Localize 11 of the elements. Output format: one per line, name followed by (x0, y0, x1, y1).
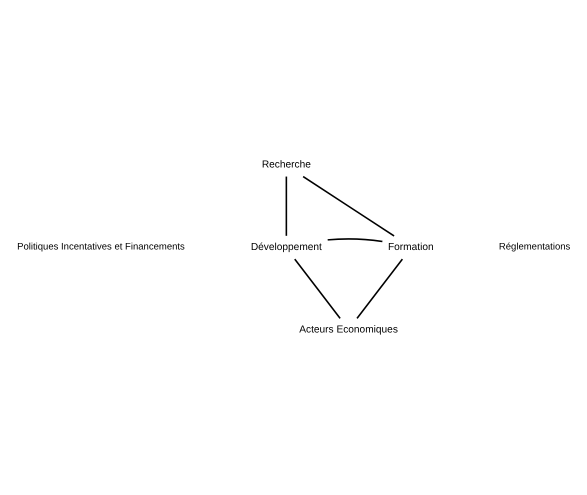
connector (328, 238, 382, 242)
node-text: Recherche (262, 159, 311, 170)
connector (286, 176, 288, 236)
node-text: Formation (388, 242, 434, 253)
node-text: Acteurs Economiques (299, 324, 398, 336)
connector (302, 176, 394, 237)
connector (294, 258, 341, 319)
label: Politiques Incentatives et Financements (17, 242, 185, 253)
node-text: Développement (250, 242, 322, 253)
label: Réglementations (498, 242, 570, 253)
connector (356, 258, 404, 319)
